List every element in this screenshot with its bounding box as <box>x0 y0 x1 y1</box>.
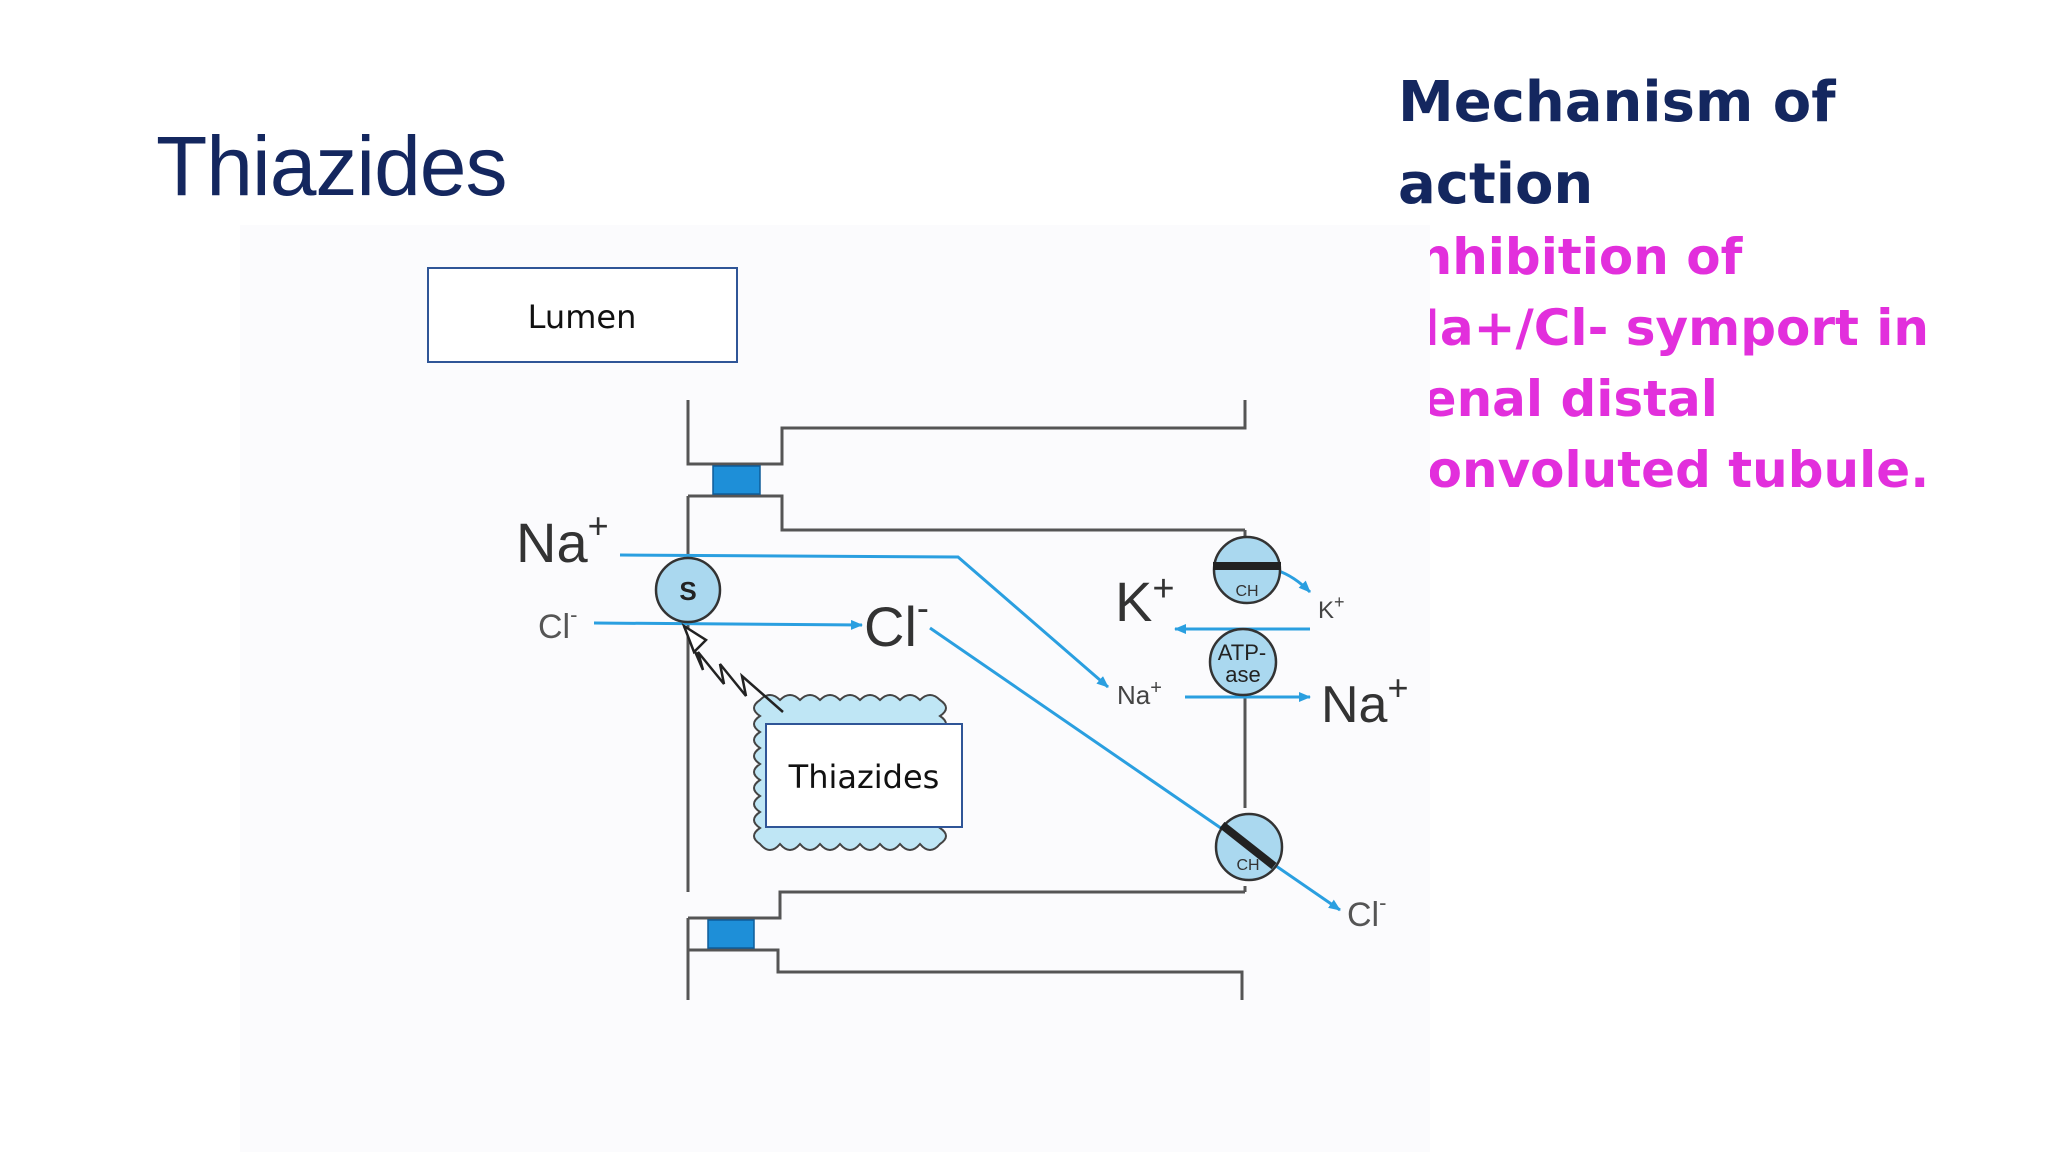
blood-na-text: Na <box>1321 676 1388 734</box>
symporter-label: S <box>679 576 696 606</box>
blood-k-text: K <box>1318 597 1334 624</box>
cell-cl-text: Cl <box>864 595 917 658</box>
blood-k-ion: K+ <box>1318 592 1345 624</box>
cl-channel-bar <box>1219 821 1277 870</box>
cell-k-ion: K+ <box>1115 568 1175 633</box>
mechanism-description-line: renal distal <box>1398 370 1718 428</box>
na-reabsorption-arrow <box>619 553 1109 689</box>
lumen-na-charge: + <box>588 505 609 546</box>
lumen-na-text: Na <box>516 511 588 574</box>
cell-na-text: Na <box>1117 680 1151 710</box>
tight-junction-top <box>712 465 761 495</box>
mechanism-heading: Mechanism of action <box>1398 62 1998 226</box>
cell-k-charge: + <box>1152 568 1174 610</box>
blood-cl-ion: Cl- <box>1347 890 1386 934</box>
blood-cl-text: Cl <box>1347 896 1379 934</box>
lumen-label-box <box>427 267 738 363</box>
thiazides-label-box <box>765 723 963 828</box>
slide-title: Thiazides <box>156 119 508 213</box>
blood-k-charge: + <box>1334 592 1345 612</box>
lumen-cl-text: Cl <box>538 608 570 646</box>
cell-na-charge: + <box>1150 677 1162 699</box>
cl-apical-arrow <box>593 619 863 630</box>
blood-cl-charge: - <box>1379 890 1386 915</box>
lumen-na-ion: Na+ <box>516 505 609 574</box>
cell-k-text: K <box>1115 570 1152 633</box>
k-channel-bar <box>1213 562 1281 570</box>
pump-label-top: ATP- <box>1218 640 1266 665</box>
mechanism-heading-line: action <box>1398 152 1594 217</box>
nak-atpase-pump <box>1208 627 1278 697</box>
lumen-label: Lumen <box>528 298 637 336</box>
cl-channel-label: CH <box>1236 857 1259 874</box>
tight-junction-bottom <box>707 919 755 949</box>
thiazides-label: Thiazides <box>788 758 940 796</box>
lumen-cl-ion: Cl- <box>538 602 577 646</box>
blood-na-charge: + <box>1387 667 1408 708</box>
mechanism-description-line: Inhibition of <box>1398 228 1743 286</box>
inhibition-zigzag <box>682 625 784 713</box>
mechanism-heading-line: Mechanism of <box>1398 70 1836 135</box>
k-channel-label: CH <box>1235 583 1258 600</box>
lumen-cl-charge: - <box>570 602 577 627</box>
pump-label-bottom: ase <box>1225 662 1260 687</box>
mechanism-description: Inhibition of Na+/Cl- symport in renal d… <box>1398 222 2018 506</box>
mechanism-description-line: convoluted tubule. <box>1398 441 1930 499</box>
cell-cl-ion: Cl- <box>864 587 929 658</box>
cell-na-ion: Na+ <box>1117 677 1162 710</box>
blood-na-ion: Na+ <box>1321 667 1409 734</box>
inhibition-arrowhead <box>681 622 708 655</box>
cell-cl-charge: - <box>917 587 929 628</box>
mechanism-description-line: Na+/Cl- symport in <box>1398 299 1930 357</box>
nacl-symporter <box>654 556 722 624</box>
